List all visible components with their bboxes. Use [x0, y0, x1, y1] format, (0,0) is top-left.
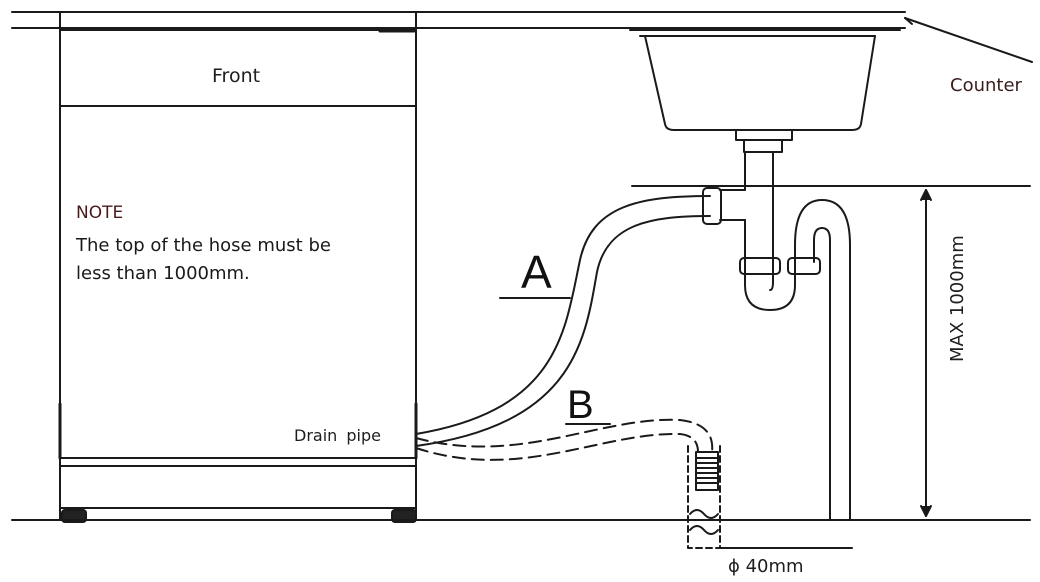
hose-a	[415, 187, 722, 447]
drain-pipe-label: Drain pipe	[294, 426, 381, 445]
hose-b-label: B	[567, 383, 594, 427]
counter-label: Counter	[950, 75, 1022, 96]
sink-basin	[629, 29, 901, 153]
max-height-dimension	[920, 189, 932, 517]
note-text-line-1: The top of the hose must be	[76, 235, 331, 256]
counter-pointer-line	[904, 17, 1033, 63]
sink-drain-pipe	[719, 151, 851, 521]
max-height-label: MAX 1000mm	[947, 235, 968, 362]
front-label: Front	[212, 65, 261, 87]
hose-a-label: A	[521, 246, 552, 298]
hose-b	[415, 418, 714, 461]
countertop	[11, 11, 1033, 63]
pipe-diameter-label: ϕ 40mm	[728, 556, 804, 577]
standpipe	[687, 445, 853, 549]
note-title: NOTE	[76, 203, 124, 223]
note-text-line-2: less than 1000mm.	[76, 263, 250, 284]
